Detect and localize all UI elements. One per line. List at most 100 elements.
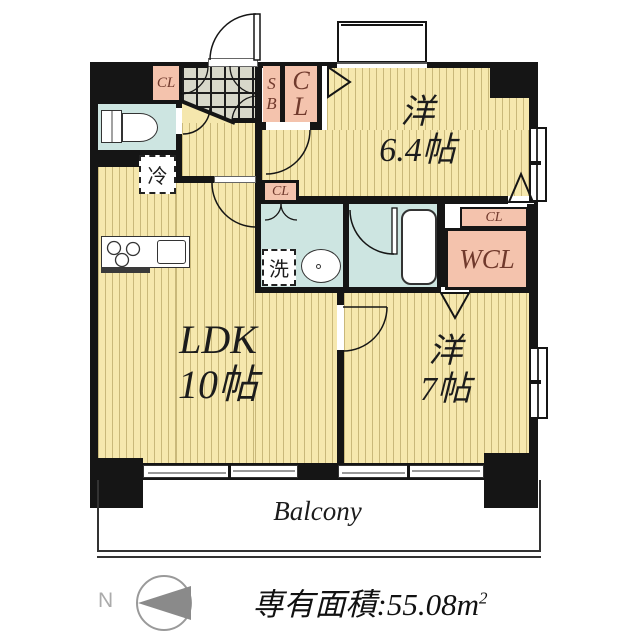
ldk-floor-right xyxy=(255,293,337,463)
ldk-floor-left xyxy=(98,167,176,463)
compass-north-letter: N xyxy=(98,589,113,613)
balcony-text: Balcony xyxy=(273,496,362,526)
shoe-box-label: B xyxy=(266,94,277,113)
wall xyxy=(255,66,262,203)
closet-cl-top-left: CL xyxy=(153,66,179,100)
genkan-step-line xyxy=(180,99,236,125)
wall xyxy=(529,418,538,475)
entry-door-sill xyxy=(208,58,258,67)
stove-burner xyxy=(114,252,130,268)
wall-block-top-right xyxy=(490,62,538,98)
washroom-basin xyxy=(301,249,341,283)
western64-door-arc xyxy=(265,129,311,175)
wall xyxy=(527,202,538,293)
closet-cl-strip: CL xyxy=(460,207,528,228)
wcl-label: WCL xyxy=(459,243,515,274)
sliding-window-divider xyxy=(228,465,231,478)
washer-space: 洗 xyxy=(262,249,296,286)
area-value: 専有面積:55.08 xyxy=(252,587,457,622)
bathroom-door-arc xyxy=(349,209,395,255)
wall xyxy=(258,62,337,68)
sliding-window-ldk xyxy=(143,465,298,478)
bay-window-glass-line xyxy=(341,24,423,26)
genkan-arc xyxy=(179,65,209,95)
wall xyxy=(343,203,349,287)
wall xyxy=(280,66,285,122)
wall xyxy=(176,66,182,108)
sliding-window-western7 xyxy=(338,465,484,478)
genkan-arc xyxy=(231,95,259,123)
closet-label: CL xyxy=(156,74,176,91)
wall xyxy=(337,293,344,305)
door-opening xyxy=(176,108,182,134)
wall xyxy=(232,118,258,123)
closet-door-face xyxy=(322,66,327,122)
window-sash-tick xyxy=(531,161,541,165)
closet-label: L xyxy=(293,92,309,121)
wall-pillar-bottom-right xyxy=(484,453,538,508)
sliding-pane-line xyxy=(148,472,226,474)
closet-label: CL xyxy=(485,209,503,225)
washroom-door-arc xyxy=(280,203,298,221)
western64-label: 洋 6.4帖 xyxy=(340,94,495,170)
sliding-window-divider xyxy=(407,465,410,478)
wall xyxy=(90,100,183,104)
washroom-door-arc xyxy=(264,203,282,221)
sliding-pane-line xyxy=(412,470,480,472)
area-unit: m xyxy=(456,587,479,622)
closet-arrow-down xyxy=(439,292,471,321)
western7-label: 洋 7帖 xyxy=(388,333,503,409)
closet-opening xyxy=(441,287,469,293)
room-size: 7帖 xyxy=(420,371,471,409)
toilet-bowl xyxy=(122,113,158,142)
closet-opening xyxy=(508,196,534,204)
balcony xyxy=(97,480,541,550)
door-opening xyxy=(337,305,344,350)
sliding-pane-line xyxy=(342,472,405,474)
toilet-door-arc xyxy=(182,107,211,135)
refrigerator-label: 冷 xyxy=(147,166,168,188)
shoe-box: S B xyxy=(263,66,280,122)
western7-floor xyxy=(344,293,529,463)
wall xyxy=(176,134,182,183)
balcony-label: Balcony xyxy=(97,496,538,526)
wall xyxy=(337,350,344,470)
kitchen-sink xyxy=(157,240,186,264)
room-kanji: 洋 xyxy=(428,333,463,370)
wall xyxy=(176,176,214,183)
entry-door-arc xyxy=(209,13,257,61)
balcony-rail-line xyxy=(97,556,541,558)
wall-block-top-left xyxy=(90,62,155,100)
closet-arrow-right xyxy=(327,65,352,99)
door-opening xyxy=(266,122,310,130)
wall xyxy=(255,203,261,288)
stove-burner xyxy=(106,240,122,256)
room-kanji: 洋 xyxy=(400,94,435,131)
room-size: 6.4帖 xyxy=(379,132,456,170)
ldk-door-sill xyxy=(214,176,256,183)
closet-arrow-up xyxy=(507,171,535,203)
stove-burner xyxy=(125,241,141,257)
area-unit-exponent: 2 xyxy=(478,588,488,608)
room-size: 10帖 xyxy=(178,361,258,407)
ldk-floor-mid xyxy=(176,183,255,463)
closet-cl-entry: C L xyxy=(285,66,317,122)
shoe-box-label: S xyxy=(267,74,276,94)
bay-window-wall-line xyxy=(337,62,427,64)
closet-label: CL xyxy=(271,183,290,199)
compass-needle xyxy=(138,586,191,620)
wall xyxy=(427,62,537,68)
genkan-arc xyxy=(229,65,259,95)
entry-door-leaf xyxy=(253,13,261,61)
wall xyxy=(90,62,98,470)
refrigerator-space: 冷 xyxy=(139,155,176,194)
bathtub xyxy=(401,209,437,285)
wall xyxy=(255,196,537,204)
wall xyxy=(310,122,322,130)
washer-label: 洗 xyxy=(269,259,289,281)
walk-in-closet: WCL xyxy=(445,228,529,290)
western64-alcove-floor xyxy=(262,130,529,196)
window-sash-tick xyxy=(531,380,541,384)
